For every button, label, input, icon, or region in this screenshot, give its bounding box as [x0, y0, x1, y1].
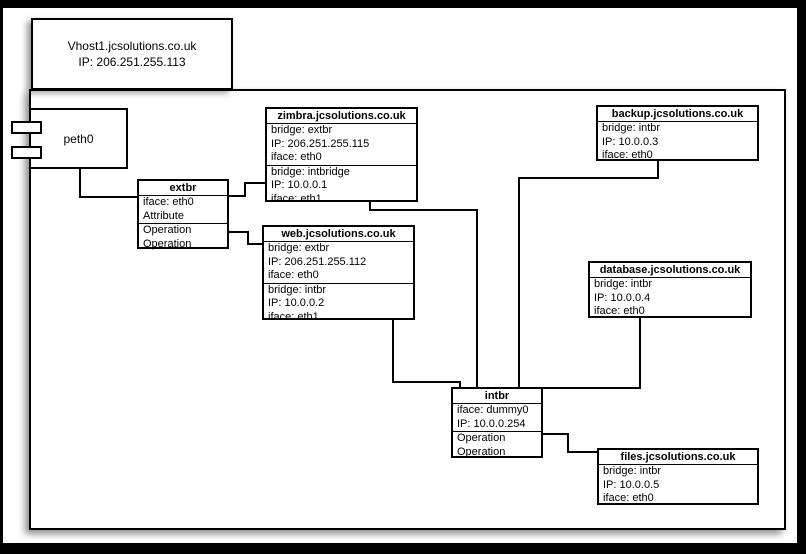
connector-backup-intbr	[518, 177, 659, 179]
connector-zimbra-intbr	[476, 209, 478, 389]
attribute-row: Attribute	[143, 209, 184, 222]
attribute-row: iface: eth0	[602, 149, 653, 161]
operation-row: Operation	[143, 224, 192, 236]
files-title: files.jcsolutions.co.uk	[599, 450, 757, 465]
connector-extbr-zimbra	[228, 195, 246, 197]
operation-row: Operation	[143, 237, 192, 250]
zimbra-title: zimbra.jcsolutions.co.uk	[267, 109, 416, 124]
connector-extbr-zimbra	[244, 182, 266, 184]
attribute-row: IP: 10.0.0.4	[594, 291, 651, 304]
connector-database-intbr	[639, 315, 641, 389]
connector-zimbra-intbr	[369, 209, 478, 211]
connector-extbr-zimbra	[244, 182, 246, 197]
extbr-attributes: iface: eth0 Attribute	[139, 196, 227, 224]
extbr-operations: Operation Operation	[139, 224, 227, 251]
connector-intbr-files	[541, 433, 569, 435]
web-internal-if: bridge: intbr IP: 10.0.0.2 iface: eth1	[264, 284, 413, 325]
node-zimbra: zimbra.jcsolutions.co.uk bridge: extbr I…	[265, 107, 418, 205]
zimbra-internal-if: bridge: intbridge IP: 10.0.0.1 iface: et…	[267, 166, 416, 207]
database-title: database.jcsolutions.co.uk	[590, 263, 750, 278]
connector-web-intbr	[392, 381, 461, 383]
connector-database-intbr	[541, 387, 641, 389]
connector-web-intbr	[392, 318, 394, 383]
connector-extbr-web	[228, 231, 249, 233]
attribute-row: bridge: extbr	[268, 242, 330, 254]
connector-intbr-files	[567, 451, 598, 453]
attribute-row: IP: 10.0.0.5	[603, 478, 660, 491]
node-web: web.jcsolutions.co.uk bridge: extbr IP: …	[262, 225, 415, 323]
attribute-row: bridge: intbr	[594, 278, 653, 290]
database-if: bridge: intbr IP: 10.0.0.4 iface: eth0	[590, 278, 750, 319]
connector-peth0-extbr	[79, 169, 81, 198]
attribute-row: IP: 10.0.0.3	[602, 135, 659, 148]
files-if: bridge: intbr IP: 10.0.0.5 iface: eth0	[599, 465, 757, 506]
connector-backup-intbr	[657, 158, 659, 179]
attribute-row: IP: 10.0.0.254	[457, 417, 526, 430]
attribute-row: iface: dummy0	[457, 404, 529, 416]
node-intbr: intbr iface: dummy0 IP: 10.0.0.254 Opera…	[451, 387, 543, 458]
node-backup: backup.jcsolutions.co.uk bridge: intbr I…	[596, 105, 759, 161]
operation-row: Operation	[457, 445, 506, 458]
attribute-row: bridge: intbr	[603, 465, 662, 477]
attribute-row: iface: eth0	[271, 151, 322, 163]
connector-extbr-web	[247, 231, 249, 245]
connector-web-intbr	[459, 381, 461, 389]
host-ip: IP: 206.251.255.113	[78, 55, 186, 69]
attribute-row: IP: 206.251.255.112	[268, 255, 367, 268]
intbr-operations: Operation Operation	[453, 432, 541, 459]
peth0-label: peth0	[63, 131, 94, 146]
attribute-row: bridge: intbridge	[271, 165, 350, 178]
backup-title: backup.jcsolutions.co.uk	[598, 107, 757, 122]
attribute-row: bridge: intbr	[268, 283, 327, 296]
web-title: web.jcsolutions.co.uk	[264, 227, 413, 242]
attribute-row: iface: eth0	[268, 269, 319, 281]
node-database: database.jcsolutions.co.uk bridge: intbr…	[588, 261, 752, 318]
attribute-row: iface: eth1	[268, 310, 319, 323]
connector-intbr-files	[567, 433, 569, 453]
host-name: Vhost1.jcsolutions.co.uk	[67, 39, 197, 53]
attribute-row: iface: eth0	[603, 492, 654, 504]
attribute-row: bridge: extbr	[271, 124, 333, 136]
host-tab: Vhost1.jcsolutions.co.uk IP: 206.251.255…	[31, 18, 233, 90]
attribute-row: IP: 10.0.0.2	[268, 297, 325, 309]
peth0-port-icon	[11, 121, 42, 134]
node-extbr: extbr iface: eth0 Attribute Operation Op…	[137, 179, 229, 251]
attribute-row: IP: 206.251.255.115	[271, 137, 370, 150]
attribute-row: bridge: intbr	[602, 122, 661, 134]
peth0-port-icon	[11, 146, 42, 159]
operation-row: Operation	[457, 432, 506, 444]
node-peth0: peth0	[29, 108, 128, 169]
connector-backup-intbr	[518, 177, 520, 389]
intbr-attributes: iface: dummy0 IP: 10.0.0.254	[453, 404, 541, 432]
backup-if: bridge: intbr IP: 10.0.0.3 iface: eth0	[598, 122, 757, 163]
zimbra-external-if: bridge: extbr IP: 206.251.255.115 iface:…	[267, 124, 416, 166]
web-external-if: bridge: extbr IP: 206.251.255.112 iface:…	[264, 242, 413, 284]
intbr-title: intbr	[453, 389, 541, 404]
connector-peth0-extbr	[79, 196, 139, 198]
extbr-title: extbr	[139, 181, 227, 196]
attribute-row: iface: eth0	[143, 196, 194, 208]
connector-zimbra-intbr	[369, 200, 371, 211]
attribute-row: iface: eth1	[271, 192, 322, 205]
attribute-row: IP: 10.0.0.1	[271, 179, 328, 191]
attribute-row: iface: eth0	[594, 305, 645, 317]
node-files: files.jcsolutions.co.uk bridge: intbr IP…	[597, 448, 759, 505]
connector-extbr-web	[247, 243, 263, 245]
